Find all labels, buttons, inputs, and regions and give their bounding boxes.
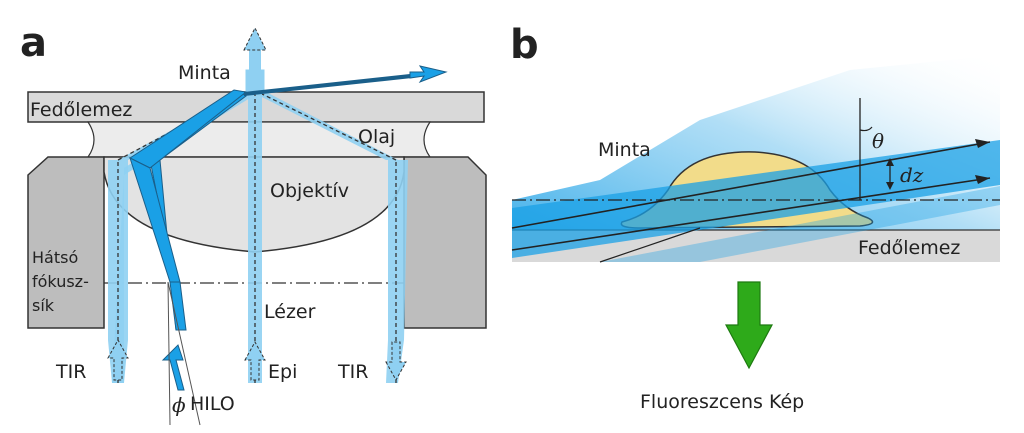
panel-a: a [20,20,487,426]
label-dz: dz [900,163,924,187]
label-back-focal-1: Hátsó [32,248,78,267]
sheet-edge-top [511,141,991,229]
panel-b: b Minta θ dz Fedőlemez Fluoreszc [510,22,1000,413]
label-output: Fluoreszcens Kép [640,391,804,413]
hilo-exit-arrow [409,65,448,84]
tir-left-arrow [107,338,129,381]
objective-housing-right [403,156,487,329]
epi-arrow-up [244,340,266,381]
objective-housing-left [27,156,105,329]
label-phi: ϕ [172,393,186,417]
epi-beam [248,92,262,383]
hilo-exit-beam [244,74,412,96]
label-back-focal-2: fókusz- [32,272,89,291]
label-theta: θ [872,129,884,153]
label-epi: Epi [268,361,297,383]
label-objective: Objektív [270,180,349,202]
label-tir-left: TIR [55,361,86,383]
fluorescence-arrow [724,281,774,370]
tir-right-arrow [385,341,407,382]
sheet-edge-bottom [511,177,991,251]
label-sample-a: Minta [178,62,231,84]
label-sample-b: Minta [598,139,651,161]
label-oil: Olaj [358,126,395,148]
phi-line-vertical [167,281,171,426]
panel-b-letter: b [510,22,539,68]
label-back-focal-3: sík [32,296,55,315]
label-tir-right: TIR [337,361,368,383]
label-laser: Lézer [264,301,316,323]
hilo-light-sheet [512,140,1000,258]
theta-arc [859,126,873,132]
panel-a-letter: a [20,20,47,66]
phi-line-angled [167,281,201,426]
label-hilo: HILO [190,393,235,415]
hilo-input-arrow [161,344,185,391]
epi-arrow-top [243,26,267,51]
label-coverslip-b: Fedőlemez [858,237,960,259]
label-coverslip-a: Fedőlemez [30,99,132,121]
sample-block-a [245,69,265,93]
